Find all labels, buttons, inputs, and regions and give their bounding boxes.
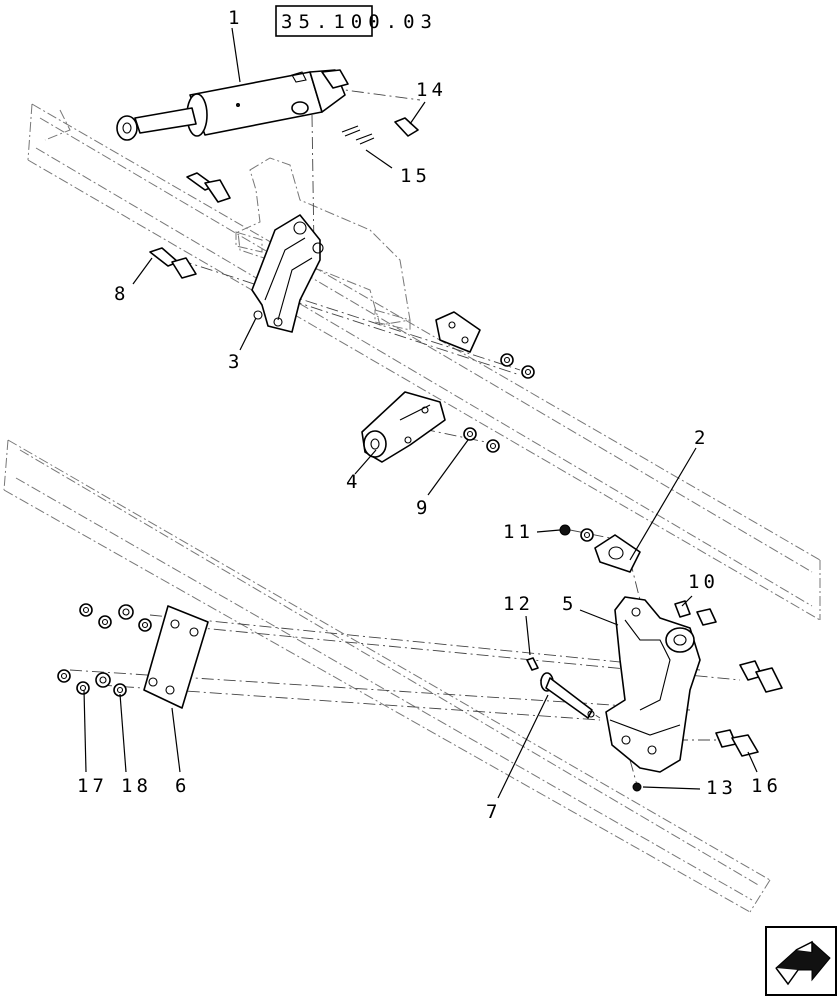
bracket-left[interactable] [251, 214, 324, 333]
callout-1: 1 [228, 7, 243, 29]
nuts-and-washers-left[interactable] [57, 603, 152, 697]
pin[interactable] [394, 117, 419, 137]
callout-3: 3 [228, 351, 243, 373]
nuts-upper[interactable] [500, 353, 535, 379]
callout-2: 2 [694, 427, 709, 449]
small-nut[interactable] [632, 782, 642, 792]
callout-17: 17 [77, 775, 108, 797]
callout-11: 11 [503, 521, 534, 543]
callout-7: 7 [486, 801, 501, 823]
callout-18: 18 [121, 775, 152, 797]
clamp-plate-lower[interactable] [143, 605, 209, 709]
bolts-right[interactable] [674, 600, 717, 626]
clamp-plate[interactable] [435, 311, 481, 353]
callout-15: 15 [400, 165, 431, 187]
mounting-plate[interactable] [594, 534, 641, 573]
bolts-upper[interactable] [149, 172, 231, 279]
nuts-right[interactable] [559, 524, 594, 542]
pivot-bracket[interactable] [605, 596, 701, 773]
retaining-clip[interactable] [341, 125, 375, 145]
upper-frame-outline [27, 103, 821, 621]
lower-frame-outline [3, 439, 771, 913]
arrow-icon[interactable] [765, 926, 837, 996]
callout-9: 9 [416, 497, 431, 519]
bracket-center[interactable] [361, 391, 446, 463]
leader-lines [83, 27, 758, 799]
svg-text:35.100.03: 35.100.03 [281, 11, 438, 33]
hydraulic-cylinder[interactable] [116, 69, 349, 141]
callout-12: 12 [503, 593, 534, 615]
callout-labels: 1 14 15 8 3 4 9 2 11 10 12 5 13 16 7 17 … [77, 7, 782, 823]
callout-6: 6 [175, 775, 190, 797]
callout-4: 4 [346, 471, 361, 493]
reference-number[interactable]: 35.100.03 [275, 5, 438, 37]
callout-8: 8 [114, 283, 129, 305]
callout-10: 10 [688, 571, 719, 593]
frame-mount-outline [235, 157, 411, 331]
bolts-lower-right[interactable] [715, 660, 783, 757]
pivot-pin[interactable] [540, 672, 595, 719]
small-pin[interactable] [526, 657, 539, 671]
nuts-center[interactable] [463, 427, 500, 453]
callout-16: 16 [751, 775, 782, 797]
callout-13: 13 [706, 777, 737, 799]
callout-14: 14 [416, 79, 447, 101]
callout-5: 5 [562, 593, 577, 615]
